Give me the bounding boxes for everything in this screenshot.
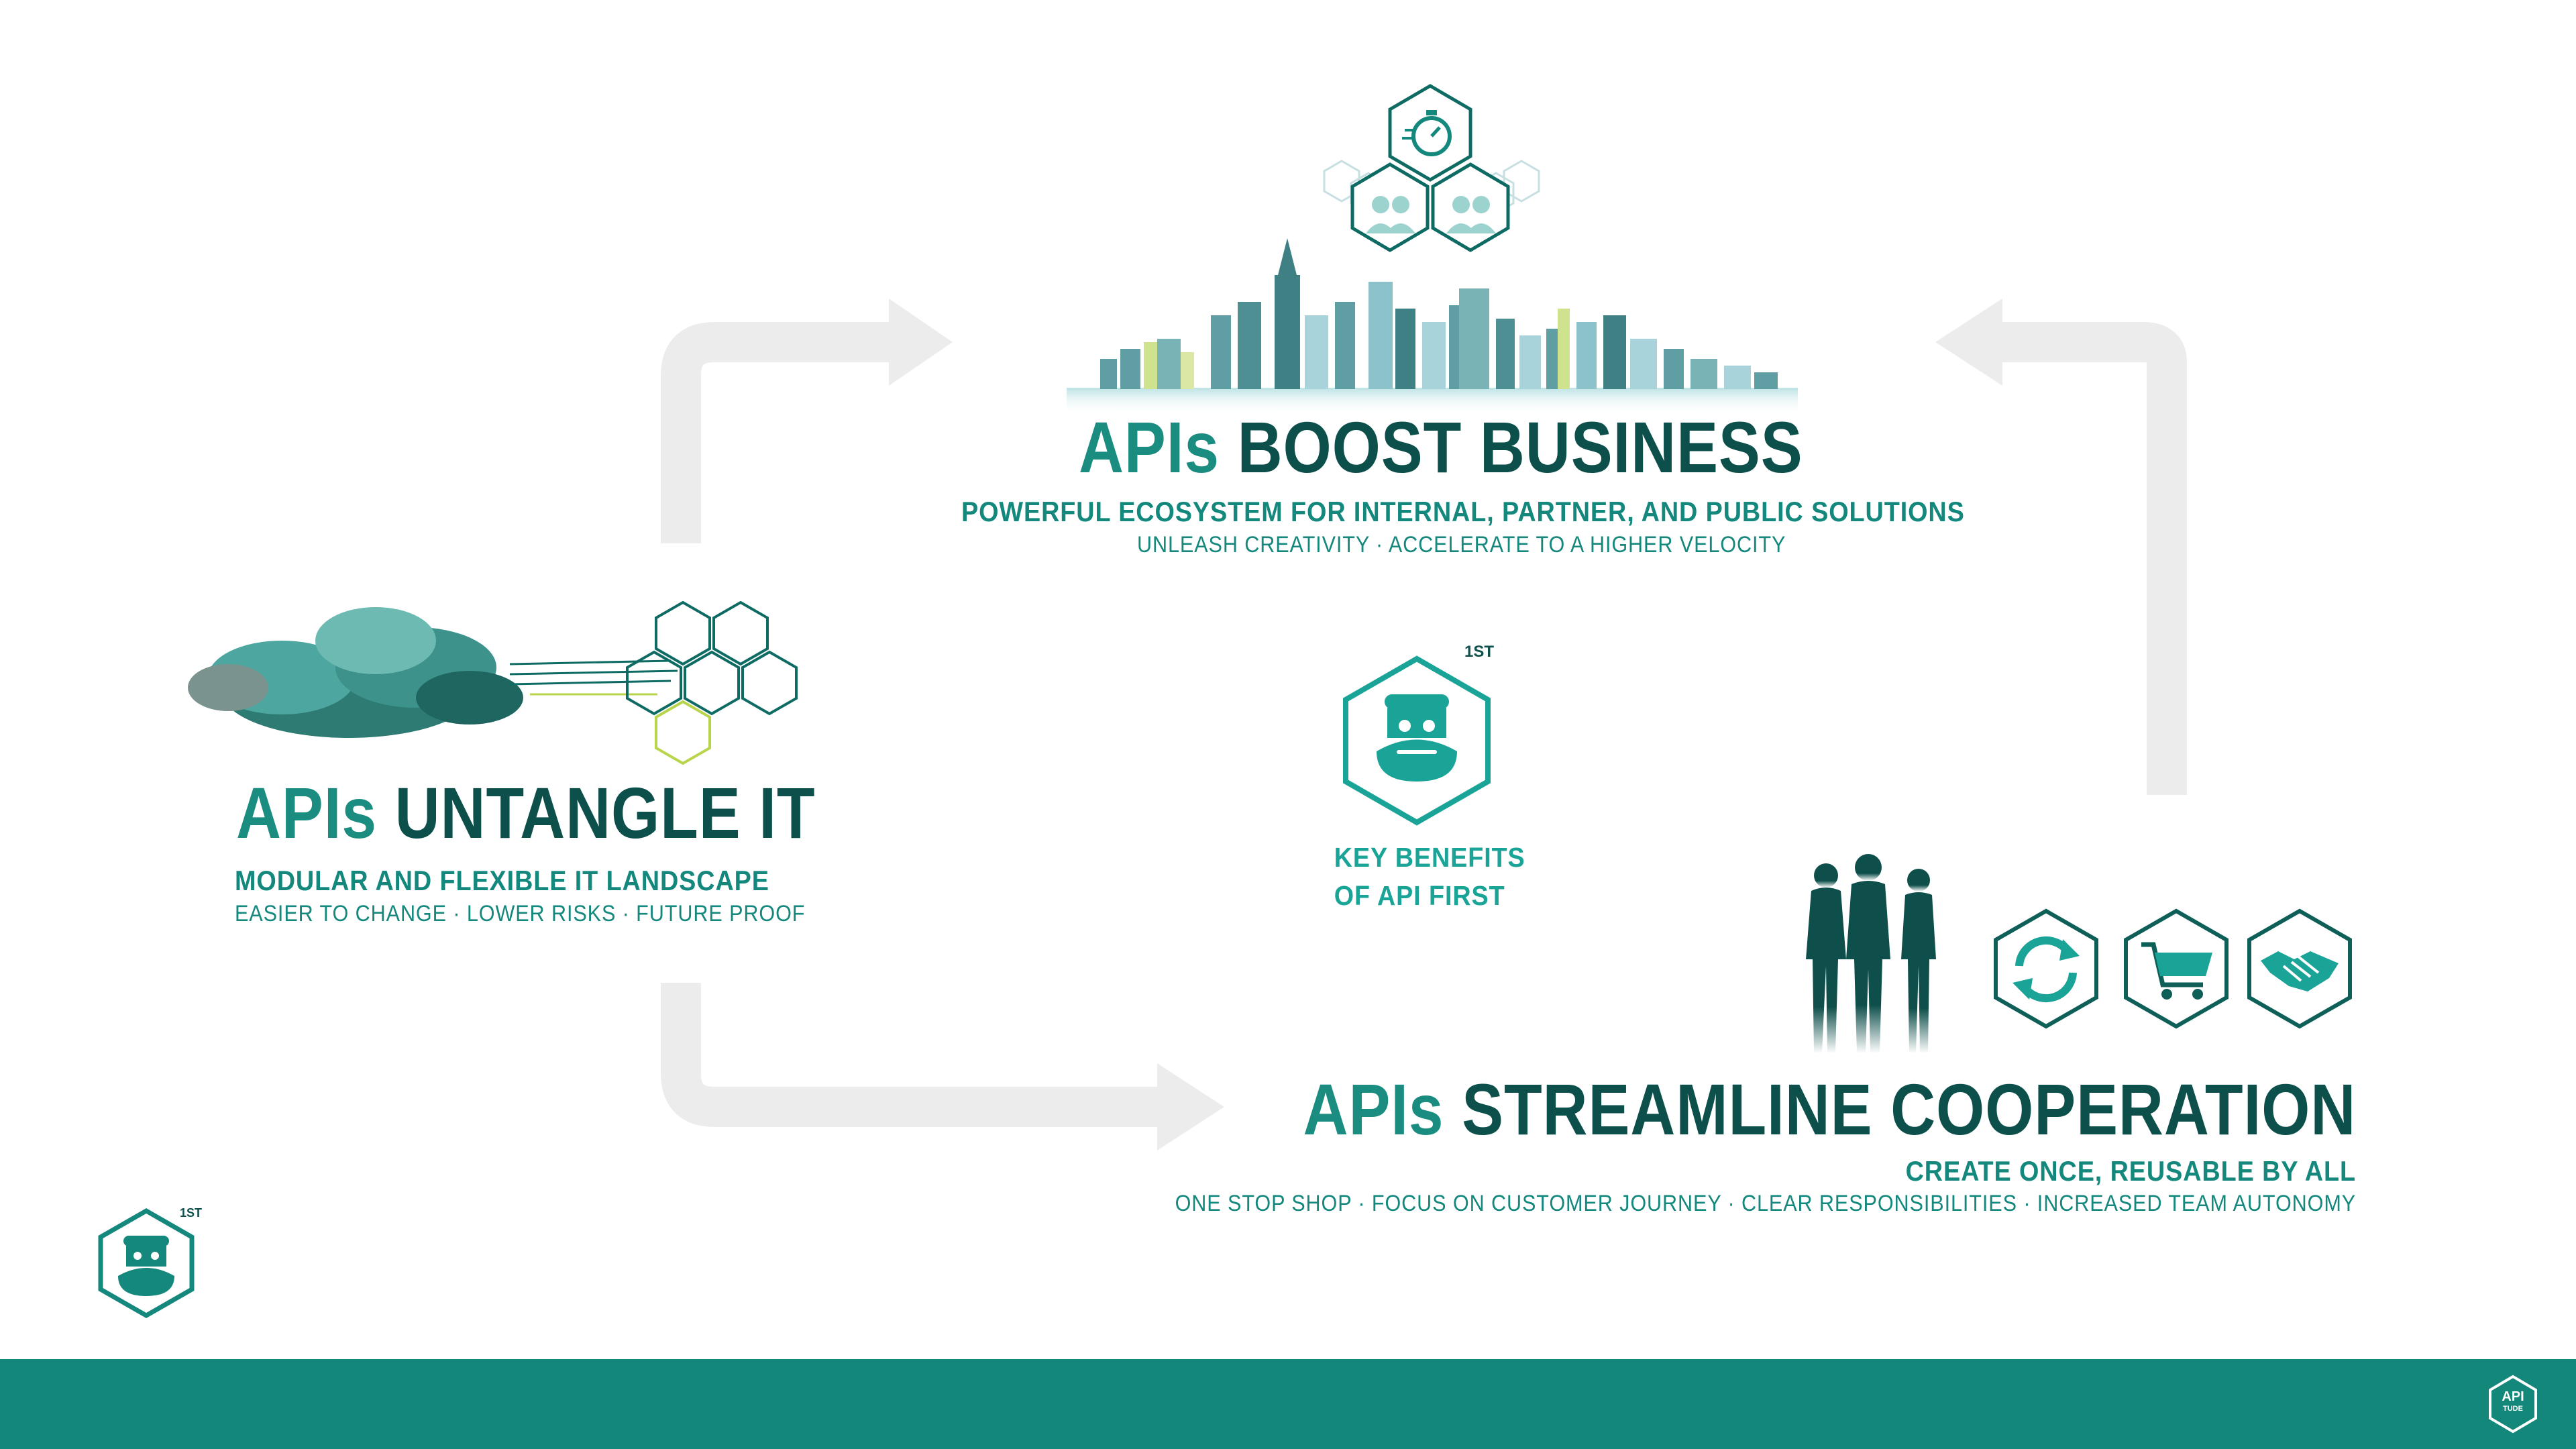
cooperation-subtitle: CREATE ONCE, REUSABLE BY ALL bbox=[1905, 1155, 2356, 1187]
hex-cluster-left bbox=[626, 600, 798, 765]
cycle-arrow-left-bottom bbox=[661, 983, 1167, 1127]
center-label-line2: OF API FIRST bbox=[1334, 880, 1505, 912]
untangle-tagline: EASIER TO CHANGE · LOWER RISKS · FUTURE … bbox=[235, 901, 806, 926]
corner-logo bbox=[98, 1208, 195, 1319]
cycle-arrow-left-top bbox=[661, 322, 899, 543]
api-first-badge bbox=[1343, 655, 1491, 826]
footer-logo-line1: API bbox=[2502, 1389, 2524, 1404]
people-icon bbox=[1431, 162, 1510, 252]
footer-bar: API TUDE bbox=[0, 1359, 2576, 1449]
handshake-icon bbox=[2247, 908, 2352, 1029]
untangle-headline: APIs UNTANGLE IT bbox=[236, 777, 815, 849]
footer-logo-line2: TUDE bbox=[2503, 1405, 2523, 1413]
arrow-head-left-top bbox=[889, 299, 953, 386]
cooperation-keyword: APIs bbox=[1303, 1069, 1444, 1150]
arrow-head-left-bottom bbox=[1157, 1063, 1224, 1150]
untangle-keyword: APIs bbox=[236, 772, 377, 853]
center-label: KEY BENEFITS OF API FIRST bbox=[1334, 839, 1525, 916]
city-skyline bbox=[1067, 238, 1798, 415]
footer-logo-icon bbox=[2489, 1375, 2537, 1434]
untangle-subtitle: MODULAR AND FLEXIBLE IT LANDSCAPE bbox=[235, 865, 769, 896]
cooperation-tagline: ONE STOP SHOP · FOCUS ON CUSTOMER JOURNE… bbox=[1175, 1191, 2356, 1216]
boost-title: BOOST BUSINESS bbox=[1237, 407, 1803, 488]
cooperation-title: STREAMLINE COOPERATION bbox=[1461, 1069, 2356, 1150]
footer-logo-text: API TUDE bbox=[2486, 1390, 2540, 1413]
hex-cluster-top bbox=[1323, 84, 1540, 252]
corner-logo-superscript: 1ST bbox=[180, 1206, 203, 1220]
people-icon bbox=[1350, 162, 1430, 252]
cycle-arrow-right-top bbox=[1992, 322, 2187, 795]
people-silhouettes bbox=[1806, 854, 1936, 1053]
center-label-line1: KEY BENEFITS bbox=[1334, 842, 1525, 873]
untangle-title: UNTANGLE IT bbox=[394, 772, 816, 853]
circuit-lines bbox=[509, 659, 678, 696]
shopping-cart-icon bbox=[2124, 908, 2229, 1029]
refresh-icon bbox=[1994, 908, 2098, 1029]
cooperation-headline: APIs STREAMLINE COOPERATION bbox=[1303, 1073, 2356, 1146]
arrow-head-right-top bbox=[1935, 299, 2002, 386]
gorilla-icon bbox=[1377, 694, 1457, 782]
boost-headline: APIs BOOST BUSINESS bbox=[1079, 411, 1803, 484]
stopwatch-icon bbox=[1388, 84, 1472, 182]
badge-superscript: 1ST bbox=[1464, 643, 1495, 661]
boost-tagline: UNLEASH CREATIVITY · ACCELERATE TO A HIG… bbox=[1137, 532, 1786, 557]
boost-keyword: APIs bbox=[1079, 407, 1220, 488]
plants-illustration bbox=[188, 607, 523, 738]
boost-subtitle: POWERFUL ECOSYSTEM FOR INTERNAL, PARTNER… bbox=[961, 496, 1965, 527]
